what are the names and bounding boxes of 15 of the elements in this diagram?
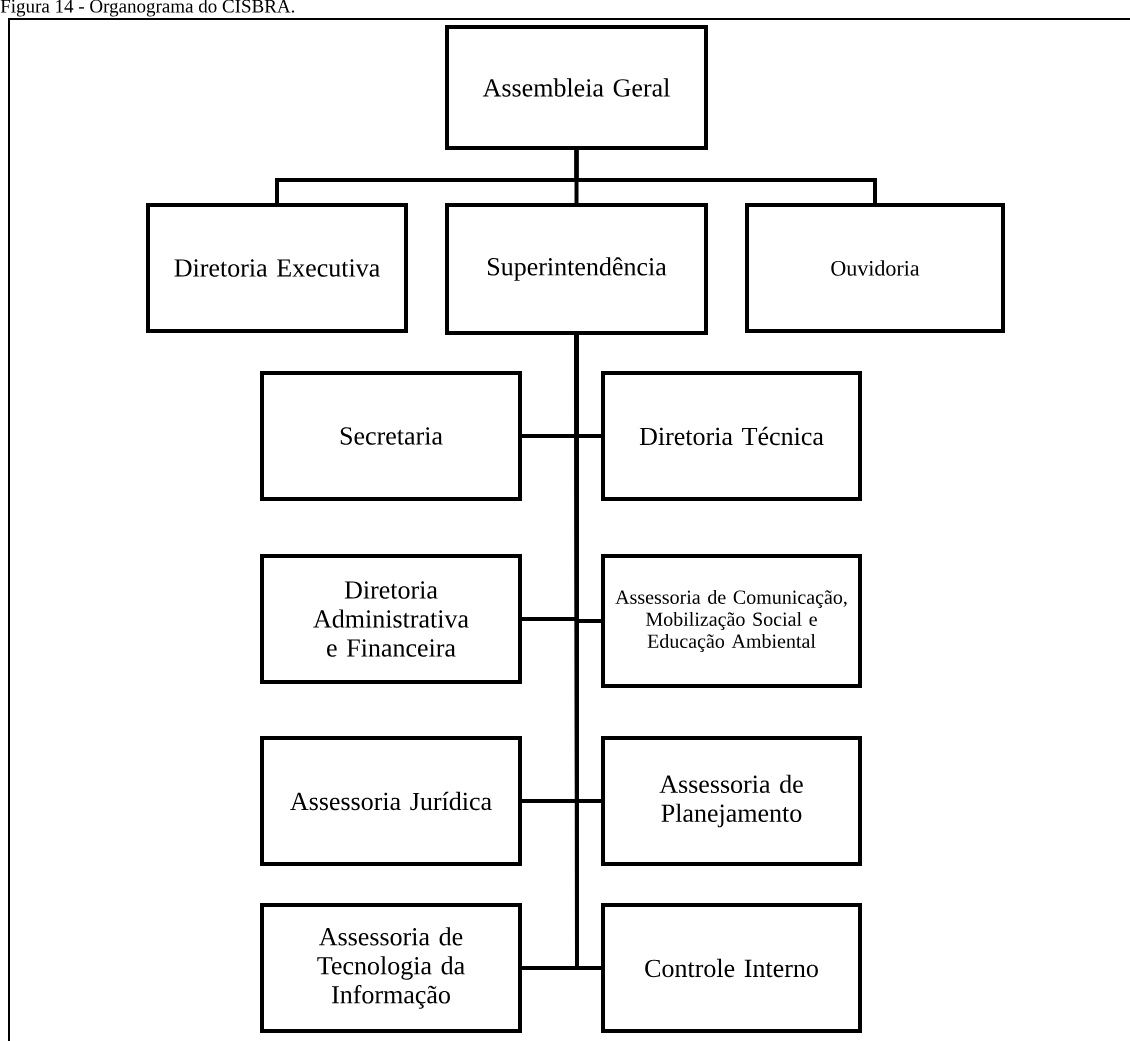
connector-line [574,150,877,203]
org-box: Assessoria Jurídica [260,736,522,866]
org-box: Secretaria [260,371,522,501]
org-box: Assessoria de Comunicação, Mobilização Social e Educação Ambiental [601,554,862,688]
org-box: Diretoria Técnica [601,371,862,501]
org-box: Assessoria de Planejamento [601,736,862,866]
org-box: Diretoria Administrativa e Financeira [260,554,522,684]
org-box: Assessoria de Tecnologia da Informação [260,903,522,1033]
org-box: Superintendência [445,203,708,335]
figure-title: Figura 14 - Organograma do CISBRA. [0,0,295,17]
org-box: Assembleia Geral [445,25,708,150]
org-box: Controle Interno [601,903,862,1033]
connector-line [574,335,601,970]
org-box: Diretoria Executiva [146,203,408,333]
org-box: Ouvidoria [745,203,1005,333]
